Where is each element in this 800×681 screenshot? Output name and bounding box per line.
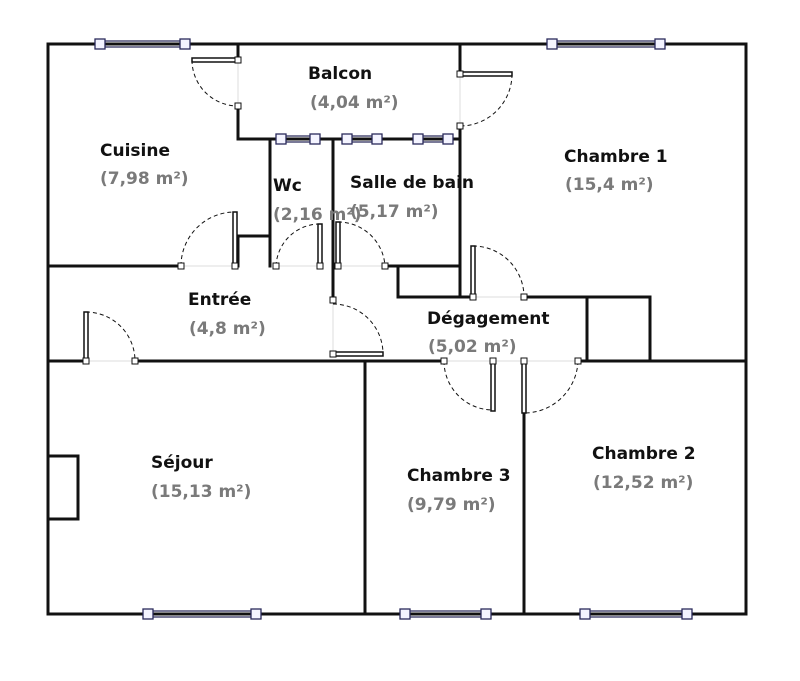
door-cuisine-entree [177, 211, 239, 270]
room-labels: Balcon (4,04 m²) Cuisine (7,98 m²) Wc (2… [100, 64, 696, 515]
door-entree-front [82, 311, 139, 365]
door-chambre-3 [440, 357, 497, 412]
chambre-1-name: Chambre 1 [564, 147, 668, 167]
door-chambre1-balcon [456, 70, 513, 130]
balcon-area: (4,04 m²) [310, 93, 399, 113]
walls [46, 42, 748, 616]
sejour-name: Séjour [151, 453, 213, 473]
window-top-chambre-1 [546, 38, 666, 50]
chambre-1-area: (15,4 m²) [565, 175, 654, 195]
salle-de-bain-name: Salle de bain [350, 173, 474, 193]
chambre-3-area: (9,79 m²) [407, 495, 496, 515]
door-entree-degagement [329, 296, 384, 358]
door-chambre-1 [469, 245, 528, 301]
degagement-area: (5,02 m²) [428, 337, 517, 357]
degagement-name: Dégagement [427, 309, 549, 329]
door-openings [86, 60, 578, 362]
window-balcon-bath-1 [341, 133, 383, 145]
cuisine-name: Cuisine [100, 141, 170, 161]
window-top-cuisine [94, 38, 191, 50]
chambre-2-area: (12,52 m²) [593, 473, 693, 493]
window-balcon-bath-2 [412, 133, 454, 145]
window-balcon-wc [275, 133, 321, 145]
wc-name: Wc [273, 176, 302, 196]
door-cuisine-balcon [191, 56, 242, 110]
door-chambre-2 [520, 357, 582, 414]
window-bottom-chambre-3 [399, 608, 492, 620]
wc-area: (2,16 m²) [273, 205, 362, 225]
window-bottom-chambre-2 [579, 608, 693, 620]
chambre-3-name: Chambre 3 [407, 466, 511, 486]
door-salle-de-bain [334, 221, 389, 270]
balcon-name: Balcon [308, 64, 372, 84]
door-wc [272, 223, 324, 270]
chambre-2-name: Chambre 2 [592, 444, 696, 464]
entree-name: Entrée [188, 290, 251, 310]
window-bottom-sejour [142, 608, 262, 620]
sejour-area: (15,13 m²) [151, 482, 251, 502]
salle-de-bain-area: (5,17 m²) [350, 202, 439, 222]
doors [82, 56, 582, 414]
cuisine-area: (7,98 m²) [100, 169, 189, 189]
windows [94, 38, 693, 620]
entree-area: (4,8 m²) [189, 319, 266, 339]
